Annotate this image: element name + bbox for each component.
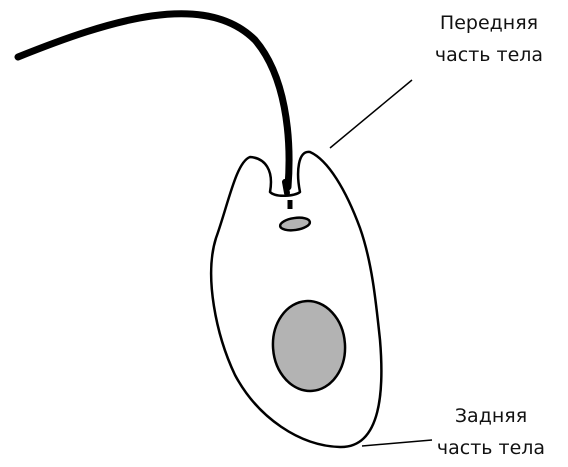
cell-body-outline <box>211 152 381 447</box>
back-pointer-line <box>362 440 432 446</box>
front-body-label-line1: Передняя <box>420 7 558 39</box>
front-body-label: Передняя часть тела <box>420 7 558 71</box>
front-pointer-line <box>330 80 412 148</box>
back-body-label-line1: Задняя <box>426 400 556 432</box>
back-body-label-line2: часть тела <box>426 432 556 464</box>
back-body-label: Задняя часть тела <box>426 400 556 464</box>
flagellum-base <box>285 182 287 193</box>
front-body-label-line2: часть тела <box>420 39 558 71</box>
